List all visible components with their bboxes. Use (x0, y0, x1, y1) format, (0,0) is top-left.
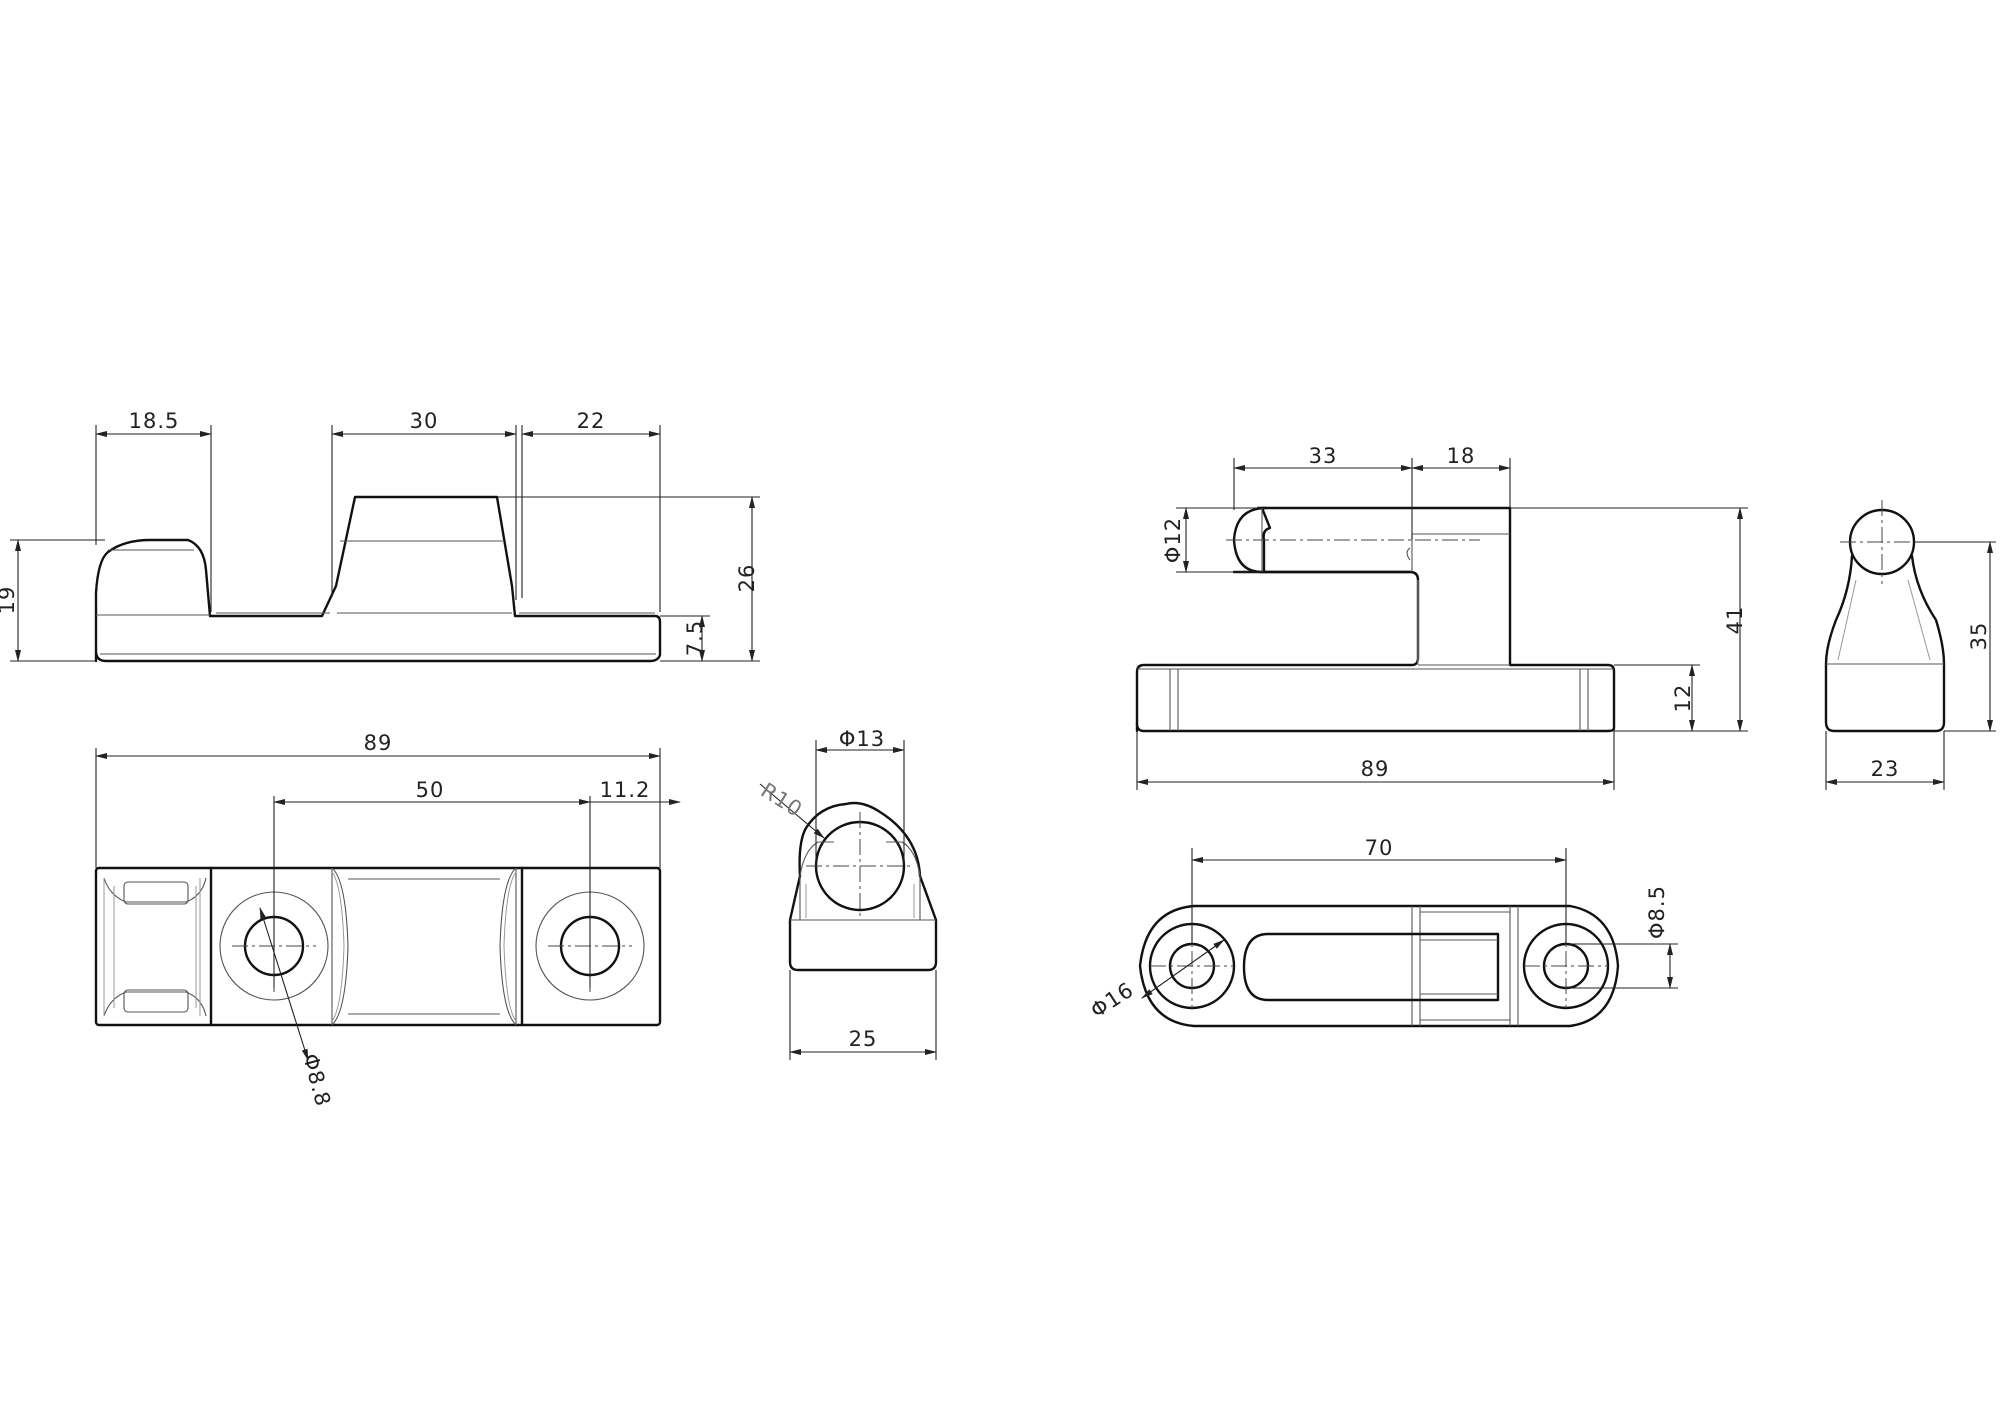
dim-41: 41 (1723, 606, 1747, 635)
pin-leaf-plan-view (1138, 904, 1620, 1028)
pin-leaf-front-view (1135, 506, 1616, 733)
knuckle-end-dimensions: Φ13 R10 25 (757, 727, 937, 1060)
leaf-front-view (94, 495, 662, 663)
pin-leaf-side-view (1824, 500, 1990, 733)
leaf-front-dimensions: 18.5 30 22 19 26 7.5 (0, 409, 760, 662)
dim-35: 35 (1967, 622, 1991, 651)
dim-7-5: 7.5 (683, 620, 707, 656)
leaf-plan-dimensions: 89 50 11.2 Φ8.8 (95, 731, 681, 1109)
dim-23: 23 (1871, 757, 1900, 781)
dim-11-2: 11.2 (600, 778, 651, 802)
dim-hole-8-8: Φ8.8 (298, 1051, 335, 1109)
dim-12: 12 (1671, 684, 1695, 713)
dim-dia-16: Φ16 (1086, 977, 1138, 1022)
dim-89-plan: 89 (364, 731, 393, 755)
pin-leaf-front-dimensions: 33 18 Φ12 41 12 89 (1136, 444, 1748, 790)
dim-70: 70 (1365, 836, 1394, 860)
dim-25: 25 (849, 1027, 878, 1051)
dim-89-pin: 89 (1361, 757, 1390, 781)
dim-18: 18 (1447, 444, 1476, 468)
dim-33: 33 (1309, 444, 1338, 468)
dim-22: 22 (577, 409, 606, 433)
pin-leaf-plan-dimensions: 70 Φ8.5 Φ16 (1086, 836, 1678, 1023)
dim-26: 26 (735, 564, 759, 593)
pin-leaf-side-dimensions: 35 23 (1825, 541, 1996, 790)
dim-50: 50 (416, 778, 445, 802)
dim-19: 19 (0, 586, 19, 615)
dim-dia-12: Φ12 (1161, 517, 1185, 563)
dim-r10: R10 (757, 778, 807, 822)
dim-dia-8-5: Φ8.5 (1645, 885, 1669, 939)
dim-30: 30 (410, 409, 439, 433)
leaf-plan-view (94, 866, 662, 1027)
dim-dia-13: Φ13 (839, 727, 885, 751)
dim-18-5: 18.5 (129, 409, 180, 433)
